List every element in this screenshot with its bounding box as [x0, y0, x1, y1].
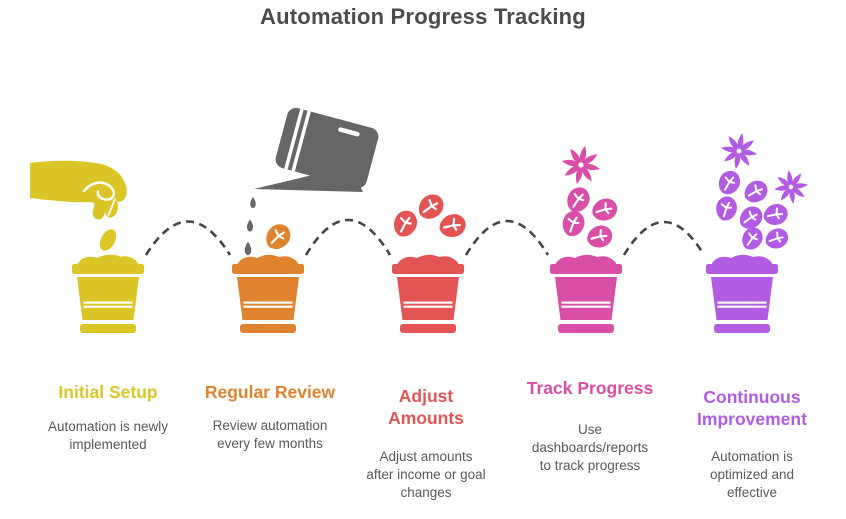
stage-initial-setup-illustration [30, 160, 144, 333]
can-spout [254, 166, 363, 192]
connector-arcs [144, 218, 706, 256]
stage-title-track-progress: Track Progress [526, 378, 654, 398]
stage-description-adjust-amounts: Adjust amounts after income or goal chan… [366, 449, 486, 500]
connector-arc-2 [304, 218, 392, 256]
illustration-scene [30, 107, 811, 333]
watering-can-icon [244, 107, 379, 256]
connector-arc-1 [144, 220, 232, 256]
stage-description-continuous-improvement: Automation is optimized and effective [709, 449, 795, 500]
stage-title-continuous-improvement: Continuous Improvement [697, 387, 807, 430]
page-title: Automation Progress Tracking [260, 4, 586, 29]
stage-regular-review-illustration [232, 107, 379, 333]
stage-column-adjust-amounts: Adjust Amounts Adjust amounts after inco… [350, 0, 502, 519]
stage-title-regular-review: Regular Review [204, 382, 336, 402]
connector-arc-3 [464, 219, 550, 256]
seeds-icon [81, 229, 124, 267]
stage-column-regular-review: Regular Review Review automation every f… [195, 0, 345, 519]
stage-title-adjust-amounts: Adjust Amounts [388, 386, 464, 429]
stage-column-continuous-improvement: Continuous Improvement Automation is opt… [668, 0, 836, 519]
hand-planting-icon [30, 160, 127, 220]
stage-description-initial-setup: Automation is newly implemented [47, 419, 169, 452]
stage-description-regular-review: Review automation every few months [212, 418, 328, 451]
stage-column-initial-setup: Initial Setup Automation is newly implem… [30, 0, 186, 519]
stage-column-track-progress: Track Progress Use dashboards/reports to… [512, 0, 668, 519]
stage-description-track-progress: Use dashboards/reports to track progress [531, 422, 649, 473]
stage-title-initial-setup: Initial Setup [58, 382, 158, 402]
connector-arc-4 [622, 220, 706, 256]
